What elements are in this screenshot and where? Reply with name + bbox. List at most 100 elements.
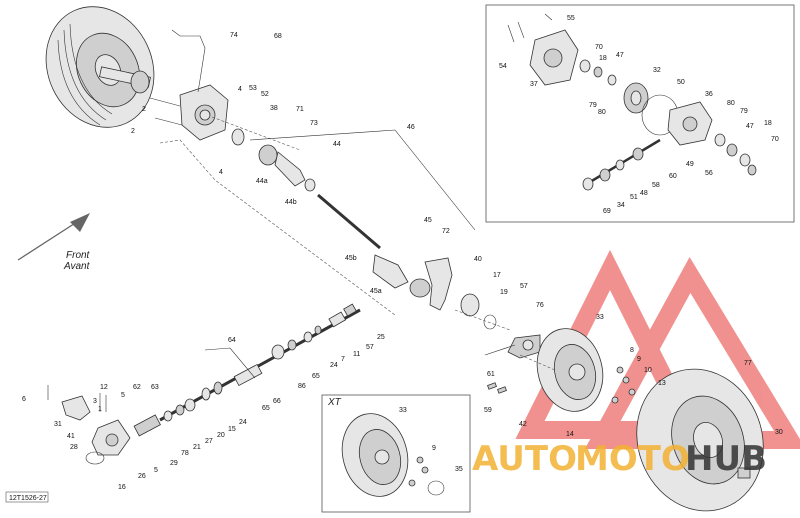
callout-72: 72	[442, 228, 450, 235]
bolts-1-3-12	[47, 385, 107, 412]
callout-62: 62	[133, 384, 141, 391]
callout-59: 59	[484, 407, 492, 414]
callout-17: 17	[493, 272, 501, 279]
callout-6: 6	[22, 396, 26, 403]
callout-80a: 80	[598, 109, 606, 116]
callout-47a: 47	[616, 52, 624, 59]
clips-59	[487, 382, 507, 394]
callout-45b: 45b	[345, 255, 357, 262]
seal-stack-15-27	[163, 398, 196, 422]
callout-32: 32	[653, 67, 661, 74]
inset-housing-37	[529, 29, 579, 86]
callout-70a: 70	[595, 44, 603, 51]
callout-64: 64	[228, 337, 236, 344]
callout-60: 60	[669, 173, 677, 180]
callout-9b: 9	[432, 445, 436, 452]
callout-48: 48	[640, 190, 648, 197]
callout-61: 61	[487, 371, 495, 378]
callout-5a: 5	[121, 392, 125, 399]
callout-18a: 18	[599, 55, 607, 62]
callout-7: 7	[341, 356, 345, 363]
callout-33b: 33	[399, 407, 407, 414]
callout-65b: 65	[262, 405, 270, 412]
callout-31: 31	[54, 421, 62, 428]
callout-55: 55	[567, 15, 575, 22]
inset-housing-36	[667, 101, 713, 146]
callout-2b: 2	[131, 128, 135, 135]
callout-79a: 79	[589, 102, 597, 109]
valve-stem-30	[737, 467, 751, 479]
callout-36: 36	[705, 91, 713, 98]
callout-labels: 74 68 2 2 4 53 52 38 71 73 44 46 44a 44b…	[22, 15, 783, 491]
group-bracket-61	[484, 344, 516, 356]
watermark-word-2: MOTO	[575, 439, 690, 479]
callout-71: 71	[296, 106, 304, 113]
callout-52: 52	[261, 91, 269, 98]
callout-20: 20	[217, 432, 225, 439]
callout-8: 8	[630, 347, 634, 354]
callout-78: 78	[181, 450, 189, 457]
callout-15: 15	[228, 426, 236, 433]
yoke-29	[133, 414, 161, 437]
callout-34: 34	[617, 202, 625, 209]
callout-63: 63	[151, 384, 159, 391]
callout-45a: 45a	[370, 288, 382, 295]
seal-stack-65-66	[201, 363, 263, 401]
callout-24a: 24	[330, 362, 338, 369]
wheel-hub-76	[507, 334, 541, 359]
front-direction-arrow	[17, 213, 90, 261]
bearing-stack	[271, 325, 322, 360]
front-right-wheel	[636, 368, 764, 512]
callout-51: 51	[630, 194, 638, 201]
avant-label: Avant	[63, 261, 91, 272]
callout-56: 56	[705, 170, 713, 177]
bracket-31	[61, 395, 91, 421]
callout-4a: 4	[238, 86, 242, 93]
callout-57b: 57	[366, 344, 374, 351]
callout-35: 35	[455, 466, 463, 473]
callout-2a: 2	[142, 106, 146, 113]
callout-18b: 18	[764, 120, 772, 127]
bolt-2b	[154, 117, 183, 126]
callout-24b: 24	[239, 419, 247, 426]
callout-9a: 9	[637, 356, 641, 363]
coupler-25	[328, 303, 357, 328]
group-bracket-46	[249, 129, 476, 231]
xt-label: XT	[327, 397, 342, 408]
callout-46: 46	[407, 124, 415, 131]
callout-50: 50	[677, 79, 685, 86]
vent-hose	[171, 29, 206, 93]
callout-5b: 5	[154, 467, 158, 474]
figure-code-box	[5, 491, 49, 503]
callout-86: 86	[298, 383, 306, 390]
callout-45: 45	[424, 217, 432, 224]
front-label: Front	[66, 250, 91, 261]
callout-44b: 44b	[285, 199, 297, 206]
axle-shaft	[317, 193, 381, 250]
xt-cap-35	[427, 480, 445, 496]
callout-27: 27	[205, 438, 213, 445]
callout-54: 54	[499, 63, 507, 70]
callout-68: 68	[274, 33, 282, 40]
callout-47b: 47	[746, 123, 754, 130]
xt-wheel-rim	[341, 413, 409, 497]
callout-10: 10	[644, 367, 652, 374]
callout-12: 12	[100, 384, 108, 391]
callout-70b: 70	[771, 136, 779, 143]
callout-28: 28	[70, 444, 78, 451]
circlip-19	[483, 314, 497, 330]
seal-38	[231, 128, 245, 146]
callout-37: 37	[530, 81, 538, 88]
inset-pinion-shaft	[582, 138, 661, 191]
callout-49: 49	[686, 161, 694, 168]
callout-14: 14	[566, 431, 574, 438]
cv-boot-assembly	[258, 144, 316, 192]
callout-44a: 44a	[256, 178, 268, 185]
callout-33a: 33	[596, 314, 604, 321]
callout-1: 1	[98, 406, 102, 413]
callout-4b: 4	[219, 169, 223, 176]
nuts-8-9-10	[611, 366, 636, 404]
callout-25: 25	[377, 334, 385, 341]
callout-79b: 79	[740, 108, 748, 115]
